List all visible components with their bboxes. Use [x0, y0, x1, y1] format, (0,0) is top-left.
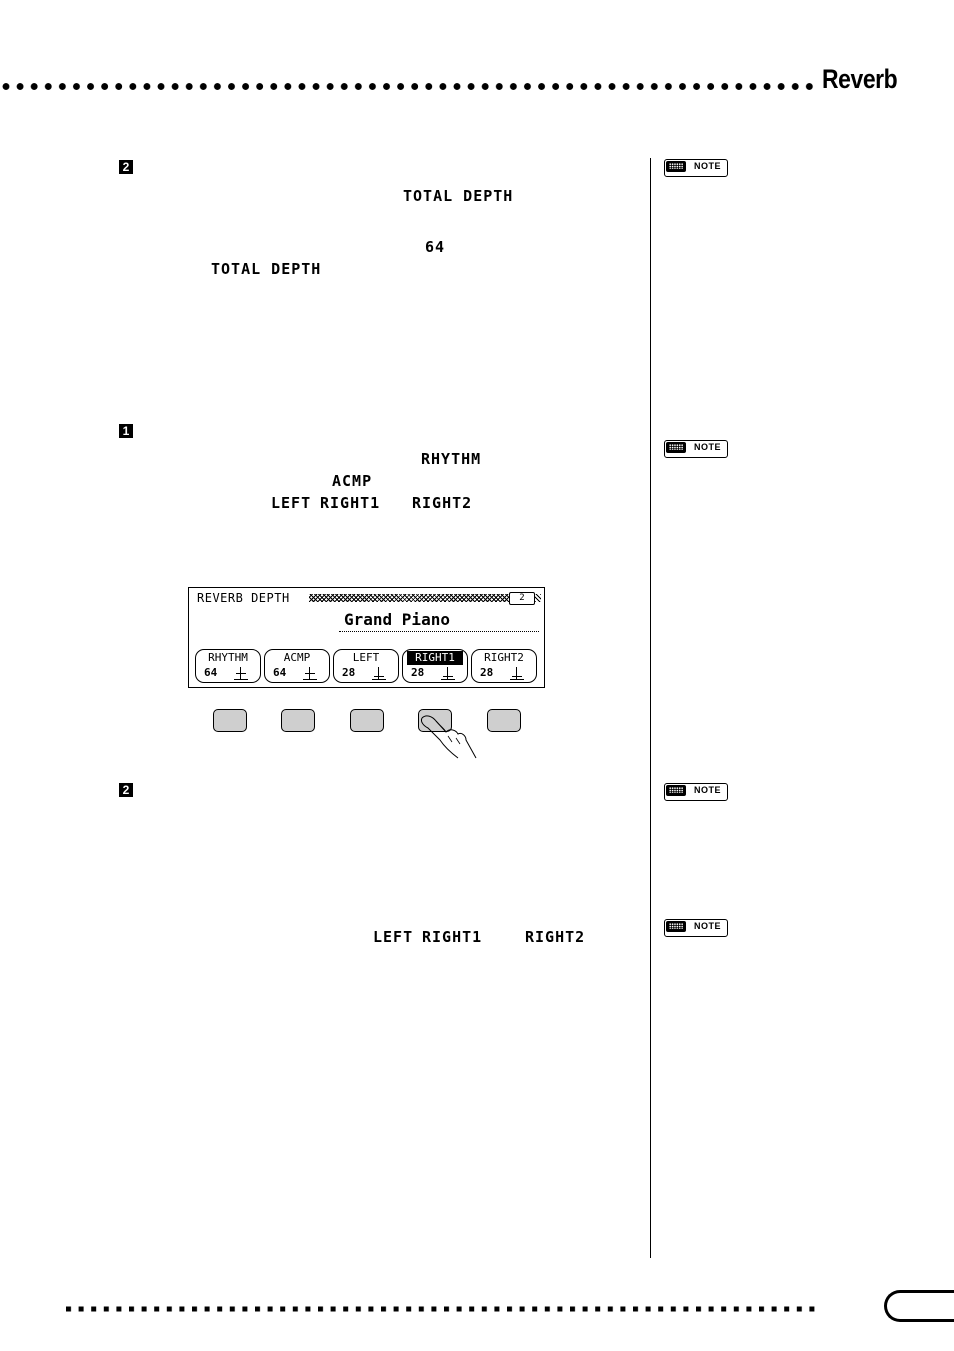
- lcd-title: REVERB DEPTH: [197, 591, 290, 605]
- lcd-display: REVERB DEPTH 2 Grand Piano RHYTHM 64 ACM…: [188, 587, 545, 688]
- level-slider-icon: [372, 667, 386, 680]
- note-label: NOTE: [694, 442, 722, 452]
- keyword-right2: RIGHT2: [412, 494, 473, 512]
- keyword-value-64: 64: [425, 238, 446, 256]
- lcd-voice-name: Grand Piano: [344, 610, 450, 629]
- lcd-tab-label: RIGHT1: [407, 651, 463, 665]
- lcd-tab-right2[interactable]: RIGHT2 28: [471, 649, 537, 683]
- keyword-left-2: LEFT: [373, 928, 414, 946]
- keyword-left: LEFT: [271, 494, 312, 512]
- lcd-tab-value: 64: [273, 666, 287, 679]
- lcd-button-2[interactable]: [281, 709, 315, 732]
- keyword-rhythm: RHYTHM: [421, 450, 482, 468]
- lcd-tab-rhythm[interactable]: RHYTHM 64: [195, 649, 261, 683]
- page-number-tab: [884, 1290, 954, 1322]
- note-label: NOTE: [694, 921, 722, 931]
- step-number-2a: 2: [119, 160, 133, 174]
- lcd-voice-underline: [339, 631, 539, 633]
- pressing-hand-icon: [421, 715, 477, 759]
- lcd-tab-right1[interactable]: RIGHT1 28: [402, 649, 468, 683]
- lcd-tab-label: RIGHT2: [484, 651, 524, 664]
- level-slider-icon: [234, 667, 248, 680]
- lcd-tab-label: LEFT: [352, 651, 380, 664]
- lcd-button-1[interactable]: [213, 709, 247, 732]
- lcd-tab-left[interactable]: LEFT 28: [333, 649, 399, 683]
- margin-divider: [650, 158, 651, 1258]
- note-badge: NOTE: [664, 783, 728, 801]
- keyword-right1-2: RIGHT1: [422, 928, 483, 946]
- lcd-tab-value: 28: [342, 666, 356, 679]
- lcd-button-5[interactable]: [487, 709, 521, 732]
- lcd-tab-value: 64: [204, 666, 218, 679]
- note-badge: NOTE: [664, 159, 728, 177]
- keyword-right2-2: RIGHT2: [525, 928, 586, 946]
- footer-dot-rule: [66, 1305, 822, 1313]
- keyword-acmp: ACMP: [332, 472, 373, 490]
- lcd-tab-label: ACMP: [283, 651, 311, 664]
- lcd-button-3[interactable]: [350, 709, 384, 732]
- step-number-2b: 2: [119, 783, 133, 797]
- lcd-tab-value: 28: [480, 666, 494, 679]
- lcd-title-bar-end: [535, 594, 541, 602]
- step-number-1: 1: [119, 424, 133, 438]
- header-dot-rule: [2, 82, 814, 91]
- lcd-tab-value: 28: [411, 666, 425, 679]
- note-speech-icon: [666, 442, 686, 453]
- section-title: Reverb: [822, 64, 898, 94]
- note-label: NOTE: [694, 785, 722, 795]
- note-speech-icon: [666, 161, 686, 172]
- keyword-total-depth-1: TOTAL DEPTH: [403, 187, 514, 205]
- level-slider-icon: [441, 667, 455, 680]
- note-badge: NOTE: [664, 440, 728, 458]
- note-label: NOTE: [694, 161, 722, 171]
- keyword-right1: RIGHT1: [320, 494, 381, 512]
- lcd-tab-label: RHYTHM: [208, 651, 248, 664]
- level-slider-icon: [303, 667, 317, 680]
- lcd-tab-acmp[interactable]: ACMP 64: [264, 649, 330, 683]
- note-speech-icon: [666, 921, 686, 932]
- note-speech-icon: [666, 785, 686, 796]
- lcd-tab-row: RHYTHM 64 ACMP 64 LEFT 28 RIGHT1 28 RIGH…: [195, 649, 540, 685]
- lcd-page-indicator: 2: [509, 592, 535, 605]
- level-slider-icon: [510, 667, 524, 680]
- lcd-title-bar: [309, 594, 509, 602]
- note-badge: NOTE: [664, 919, 728, 937]
- keyword-total-depth-2: TOTAL DEPTH: [211, 260, 322, 278]
